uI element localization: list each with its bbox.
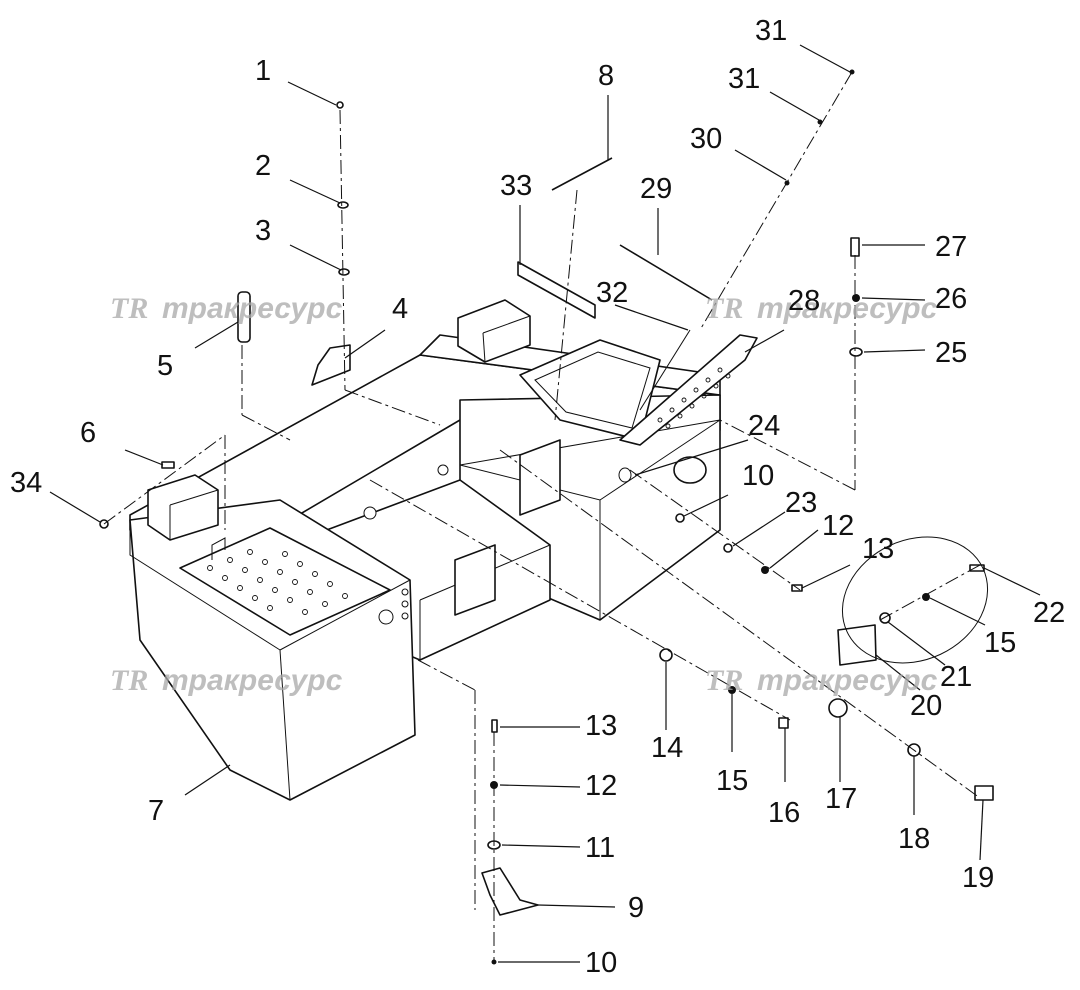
callout-13-lower: 13 xyxy=(585,710,617,742)
callout-26: 26 xyxy=(935,283,967,315)
svg-text:TR: TR xyxy=(110,292,148,325)
callout-29: 29 xyxy=(640,173,672,205)
leader-lines xyxy=(49,44,1041,963)
callout-16: 16 xyxy=(768,797,800,829)
svg-text:TR: TR xyxy=(110,664,148,697)
callout-31-upper: 31 xyxy=(755,15,787,47)
svg-text:тракресурс: тракресурс xyxy=(757,292,938,325)
callout-21: 21 xyxy=(940,661,972,693)
callout-19: 19 xyxy=(962,862,994,894)
callout-33: 33 xyxy=(500,170,532,202)
watermark-bottom-left: TR тракресурс xyxy=(110,664,343,697)
callout-28: 28 xyxy=(788,285,820,317)
rear-block xyxy=(457,299,531,363)
watermark-bottom-right: TR тракресурс xyxy=(705,664,938,697)
callout-1: 1 xyxy=(255,55,271,87)
svg-text:тракресурс: тракресурс xyxy=(757,664,938,697)
callout-3: 3 xyxy=(255,215,271,247)
fuel-tank-box xyxy=(129,474,416,801)
callout-32: 32 xyxy=(596,277,628,309)
callout-14: 14 xyxy=(651,732,683,764)
callout-6: 6 xyxy=(80,417,96,449)
callout-30: 30 xyxy=(690,123,722,155)
callout-12-upper: 12 xyxy=(822,510,854,542)
callout-27: 27 xyxy=(935,231,967,263)
axis-lines xyxy=(103,71,981,962)
callout-4: 4 xyxy=(392,293,408,325)
callout-23: 23 xyxy=(785,487,817,519)
callout-15-lower: 15 xyxy=(716,765,748,797)
svg-text:TR: TR xyxy=(705,292,743,325)
callout-9: 9 xyxy=(628,892,644,924)
callout-13-upper: 13 xyxy=(862,533,894,565)
svg-text:TR: TR xyxy=(705,664,743,697)
callout-17: 17 xyxy=(825,783,857,815)
callout-10-lower: 10 xyxy=(585,947,617,979)
perforation-holes xyxy=(207,549,348,615)
main-frame xyxy=(129,334,721,661)
callout-5: 5 xyxy=(157,350,173,382)
callout-15-right: 15 xyxy=(984,627,1016,659)
callout-12-lower: 12 xyxy=(585,770,617,802)
svg-text:тракресурс: тракресурс xyxy=(162,292,343,325)
callout-7: 7 xyxy=(148,795,164,827)
callout-22: 22 xyxy=(1033,597,1065,629)
callout-labels: 1 2 3 4 5 6 34 7 8 33 29 32 30 31 31 28 … xyxy=(10,15,1065,979)
svg-text:тракресурс: тракресурс xyxy=(162,664,343,697)
callout-18: 18 xyxy=(898,823,930,855)
callout-11: 11 xyxy=(585,832,615,864)
callout-2: 2 xyxy=(255,150,271,182)
callout-31-lower: 31 xyxy=(728,63,760,95)
callout-20: 20 xyxy=(910,690,942,722)
callout-10-upper: 10 xyxy=(742,460,774,492)
callout-8: 8 xyxy=(598,60,614,92)
callout-24: 24 xyxy=(748,410,780,442)
callout-25: 25 xyxy=(935,337,967,369)
watermark-top-right: TR тракресурс xyxy=(705,292,938,325)
watermark-top-left: TR тракресурс xyxy=(110,292,343,325)
detail-circle xyxy=(841,536,989,664)
callout-34: 34 xyxy=(10,467,42,499)
